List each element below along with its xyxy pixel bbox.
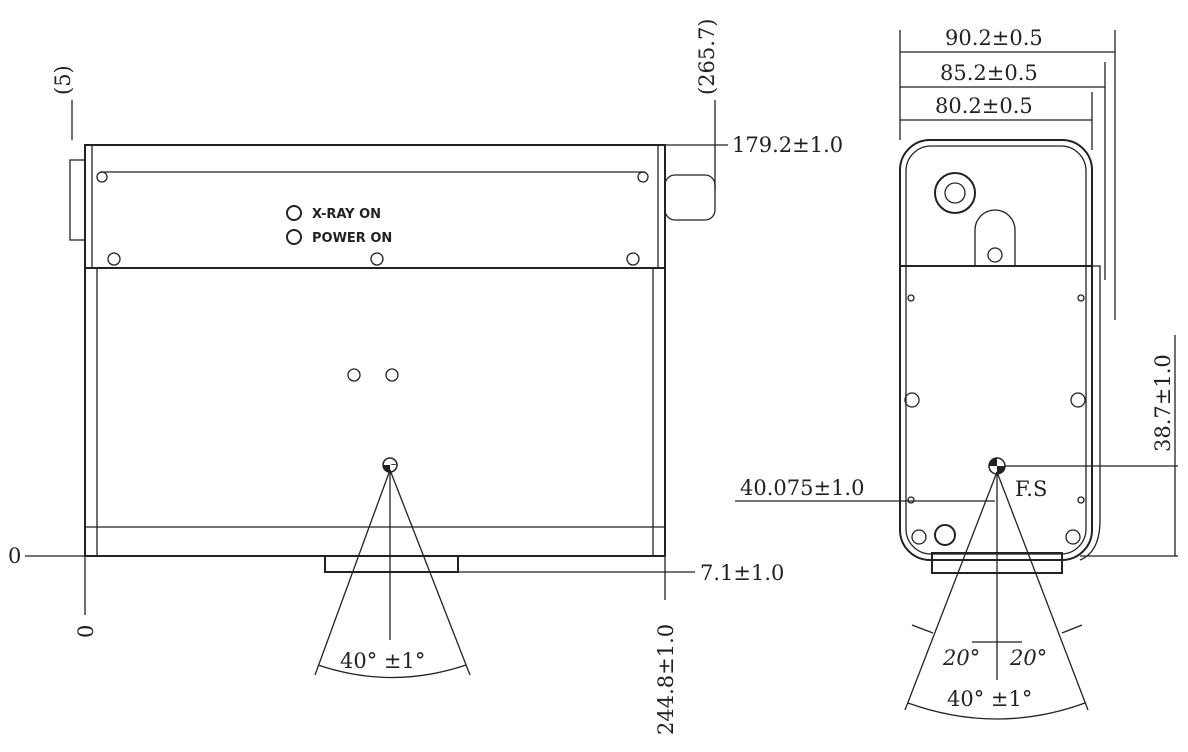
side-housing [899,139,1093,561]
side-view: 90.2±0.5 85.2±0.5 80.2±0.5 38.7±1.0 40.0… [735,26,1178,720]
dim-focal-offset: 40.075±1.0 [740,476,864,500]
power-indicator-label: POWER ON [312,231,392,246]
dim-top: 179.2±1.0 [732,133,843,157]
power-indicator-icon [286,229,302,245]
connector-icon [934,172,976,214]
dim-right: 244.8±1.0 [654,624,678,735]
dim-zero-v: 0 [74,625,98,638]
dim-width-outer: 90.2±0.5 [945,26,1043,50]
dim-left-ref: (5) [51,65,75,95]
half-angle-left: 20° [942,646,980,670]
xray-indicator-label: X-RAY ON [312,207,381,222]
side-beam-angle: 40° ±1° [947,687,1032,711]
cable-gland [664,174,716,221]
half-angle-right: 20° [1009,646,1047,670]
focal-spot-label: F.S [1015,477,1047,501]
side-screw-icons [904,294,1086,546]
dim-window: 7.1±1.0 [700,561,784,585]
dim-connector-ref: (265.7) [695,18,719,95]
dim-zero-h: 0 [8,544,21,568]
dim-width-inner: 80.2±0.5 [935,94,1033,118]
front-beam-angle: 40° ±1° [340,649,425,673]
dim-width-mid: 85.2±0.5 [940,61,1038,85]
screw-icons [96,171,649,382]
side-connector [69,159,86,241]
window-plate [324,555,459,573]
front-view: X-RAY ON POWER ON (5) (265.7) 179.2±1.0 … [8,18,843,735]
xray-indicator-icon [286,205,302,221]
dim-focal-height: 38.7±1.0 [1151,354,1175,452]
